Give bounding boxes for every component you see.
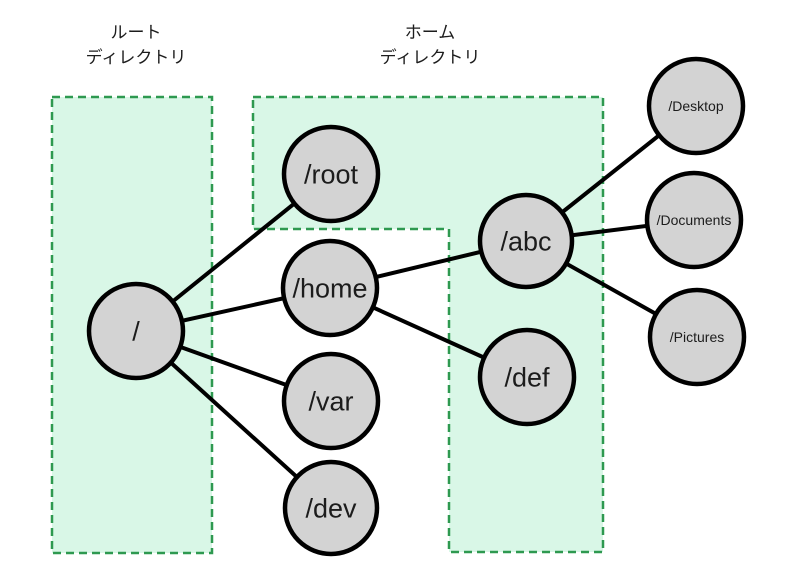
node-root-dir: /root <box>281 124 381 224</box>
node-desktop-circle <box>646 56 746 156</box>
root-directory-label-line-2: ディレクトリ <box>86 47 187 67</box>
home-directory-label-line-2: ディレクトリ <box>380 47 481 67</box>
node-abc: /abc <box>477 192 575 290</box>
node-documents-label: /Documents <box>657 212 732 228</box>
node-documents: /Documents <box>644 170 744 270</box>
node-root-label: / <box>132 316 140 346</box>
node-dev: /dev <box>282 459 380 557</box>
node-root-dir-circle <box>281 124 381 224</box>
node-var-circle <box>281 351 381 451</box>
node-root: / <box>86 281 186 381</box>
node-dev-label: /dev <box>305 493 357 523</box>
home-directory-label-line-1: ホーム <box>405 23 456 42</box>
node-pictures: /Pictures <box>647 287 747 387</box>
node-root-circle <box>86 281 186 381</box>
node-abc-label: /abc <box>500 226 551 256</box>
node-desktop: /Desktop <box>646 56 746 156</box>
node-var: /var <box>281 351 381 451</box>
node-home-circle <box>280 238 380 338</box>
node-abc-circle <box>477 192 575 290</box>
node-def-label: /def <box>504 362 550 392</box>
node-desktop-label: /Desktop <box>668 98 723 114</box>
node-pictures-label: /Pictures <box>670 329 724 345</box>
node-def: /def <box>477 327 577 427</box>
node-dev-circle <box>282 459 380 557</box>
root-directory-label-line-1: ルート <box>111 23 162 42</box>
node-documents-circle <box>644 170 744 270</box>
node-home: /home <box>280 238 380 338</box>
home-directory-label: ホームディレクトリ <box>380 23 481 67</box>
node-root-dir-label: /root <box>304 159 359 189</box>
node-var-label: /var <box>308 386 353 416</box>
node-def-circle <box>477 327 577 427</box>
node-pictures-circle <box>647 287 747 387</box>
root-directory-label: ルートディレクトリ <box>86 23 187 67</box>
node-home-label: /home <box>292 273 367 303</box>
